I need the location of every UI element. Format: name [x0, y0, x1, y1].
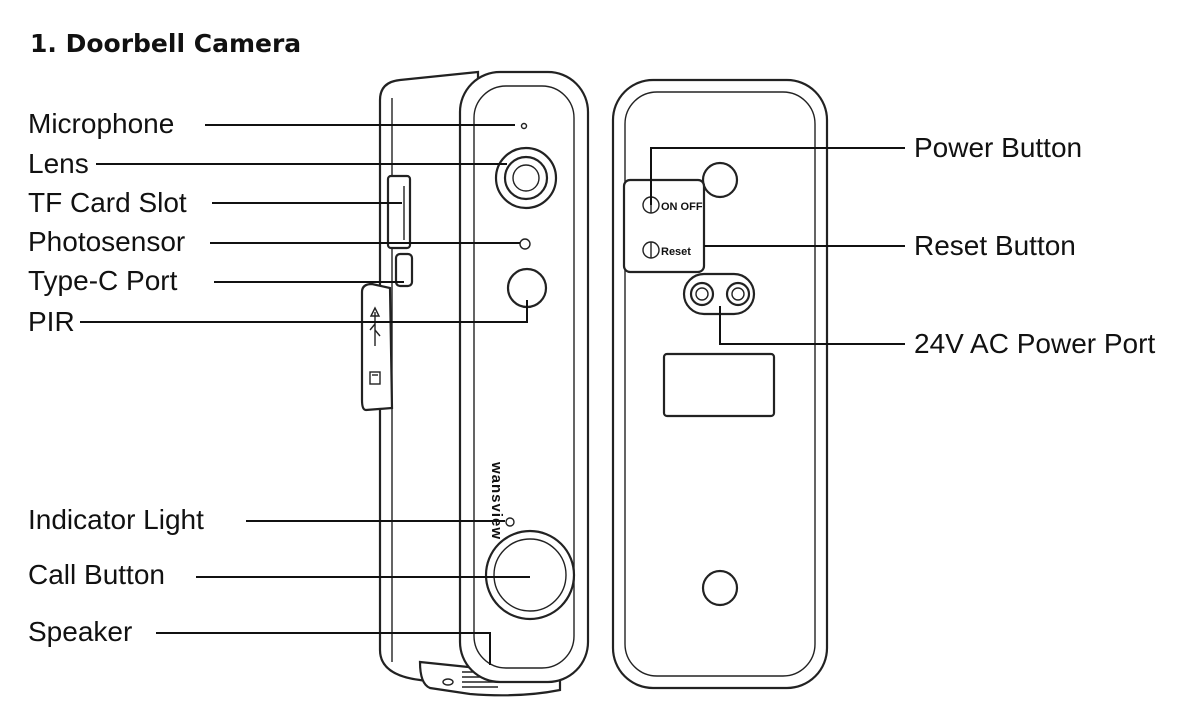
call-button — [484, 529, 576, 621]
indicator-light — [505, 517, 515, 527]
svg-text:Reset Button: Reset Button — [914, 230, 1076, 261]
label-type-c-port: Type-C Port — [28, 265, 404, 296]
tf-card-slot — [386, 174, 412, 250]
svg-text:TF Card Slot: TF Card Slot — [28, 187, 187, 218]
label-microphone: Microphone — [28, 108, 515, 139]
doorbell-back-view: ON OFF Reset — [611, 78, 829, 690]
svg-text:ON OFF: ON OFF — [661, 201, 703, 213]
svg-text:24V AC Power Port: 24V AC Power Port — [914, 328, 1155, 359]
label-speaker: Speaker — [28, 616, 491, 665]
svg-text:Type-C Port: Type-C Port — [28, 265, 178, 296]
svg-text:Photosensor: Photosensor — [28, 226, 185, 257]
switch-panel — [622, 178, 706, 274]
brand-logo: wansview — [488, 461, 505, 540]
label-lens: Lens — [28, 148, 507, 179]
type-c-port-socket — [394, 252, 414, 288]
label-ac-power-port: 24V AC Power Port — [719, 306, 1155, 359]
svg-text:Call Button: Call Button — [28, 559, 165, 590]
microphone-hole — [520, 122, 528, 130]
svg-text:PIR: PIR — [28, 306, 75, 337]
ac-power-terminals — [682, 272, 756, 316]
doorbell-side-view: wansview — [360, 70, 590, 697]
label-tf-card-slot: TF Card Slot — [28, 187, 402, 218]
label-plate — [662, 352, 776, 418]
label-call-button: Call Button — [28, 559, 530, 590]
label-pir: PIR — [28, 300, 528, 337]
svg-text:Indicator Light: Indicator Light — [28, 504, 204, 535]
label-reset-button: Reset Button — [704, 230, 1076, 261]
label-power-button: Power Button — [650, 132, 1082, 205]
label-photosensor: Photosensor — [28, 226, 520, 257]
port-cover-flap — [360, 282, 394, 412]
sd-card-icon — [369, 371, 381, 385]
mounting-hole-bottom — [701, 569, 739, 607]
svg-text:Power Button: Power Button — [914, 132, 1082, 163]
svg-text:Speaker: Speaker — [28, 616, 132, 647]
svg-text:Lens: Lens — [28, 148, 89, 179]
label-indicator-light: Indicator Light — [28, 504, 505, 535]
svg-text:Reset: Reset — [661, 246, 691, 258]
mounting-hole-top — [701, 161, 739, 199]
lens — [494, 146, 558, 210]
usb-icon — [369, 306, 381, 346]
reset-switch: Reset — [642, 241, 691, 259]
svg-text:Microphone: Microphone — [28, 108, 174, 139]
diagram-title: 1. Doorbell Camera — [30, 29, 301, 58]
